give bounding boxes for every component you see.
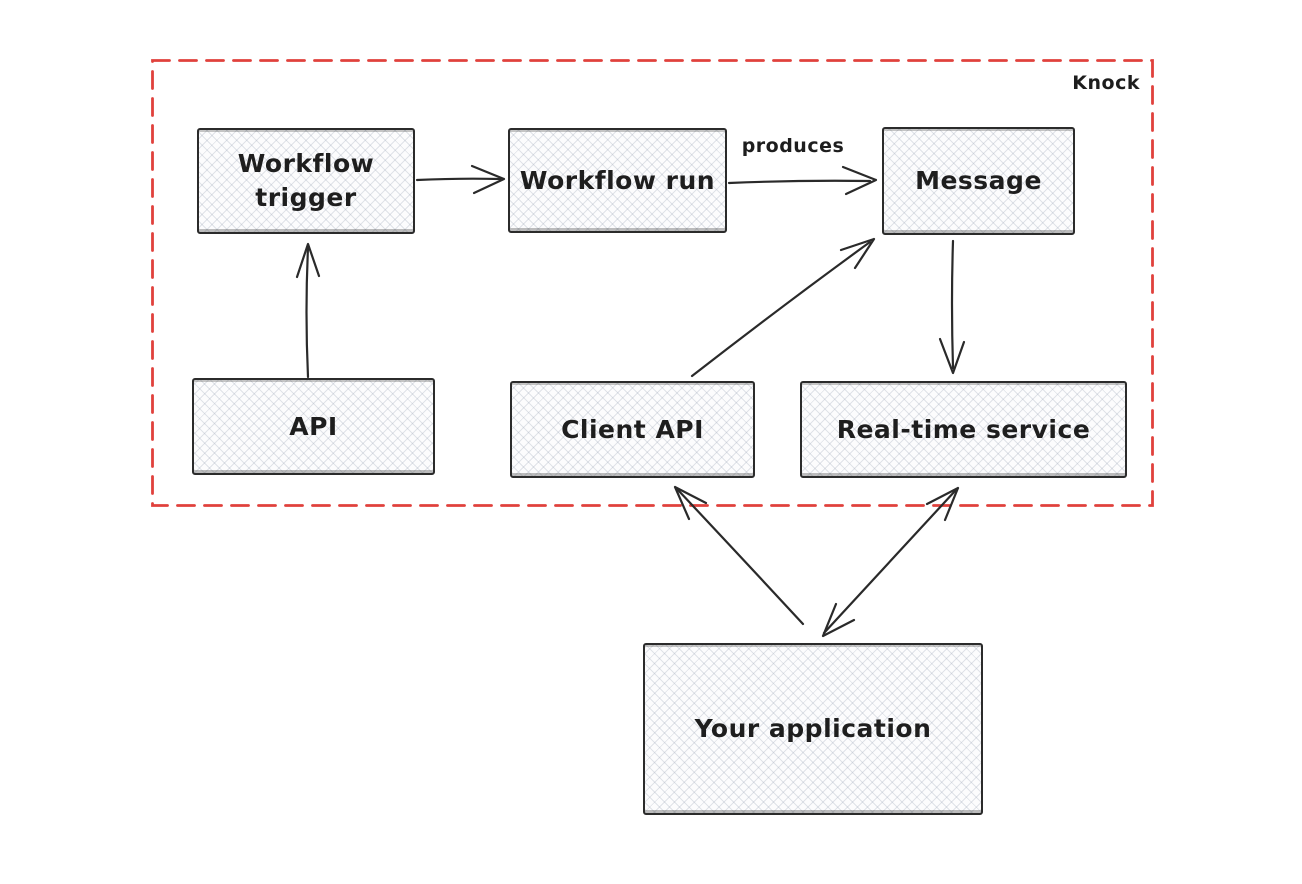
node-your-application-label: Your application <box>694 714 932 744</box>
arrow-client-api-to-message <box>690 237 876 378</box>
node-realtime-service-label: Real-time service <box>836 414 1091 444</box>
arrow-your-application-to-client-api <box>673 485 805 626</box>
node-client-api: Client API <box>510 381 755 478</box>
knock-container-label: Knock <box>1072 72 1140 94</box>
node-api: API <box>192 378 435 475</box>
node-message: Message <box>882 127 1075 235</box>
arrow-workflow-run-to-message <box>727 165 878 196</box>
node-workflow-trigger-label: Workflow trigger <box>237 149 375 212</box>
edge-label-produces: produces <box>741 135 845 157</box>
arrow-your-application-to-realtime-service <box>821 486 960 638</box>
node-message-label: Message <box>915 166 1042 196</box>
node-your-application: Your application <box>643 643 983 815</box>
node-realtime-service: Real-time service <box>800 381 1127 478</box>
node-workflow-run-label: Workflow run <box>519 165 716 195</box>
node-client-api-label: Client API <box>561 414 704 444</box>
node-workflow-trigger: Workflow trigger <box>197 128 415 234</box>
arrow-message-to-realtime-service <box>938 239 966 375</box>
node-api-label: API <box>289 411 338 441</box>
arrow-api-to-workflow-trigger <box>295 242 321 379</box>
node-workflow-run: Workflow run <box>508 128 727 233</box>
arrow-workflow-trigger-to-workflow-run <box>415 164 506 195</box>
